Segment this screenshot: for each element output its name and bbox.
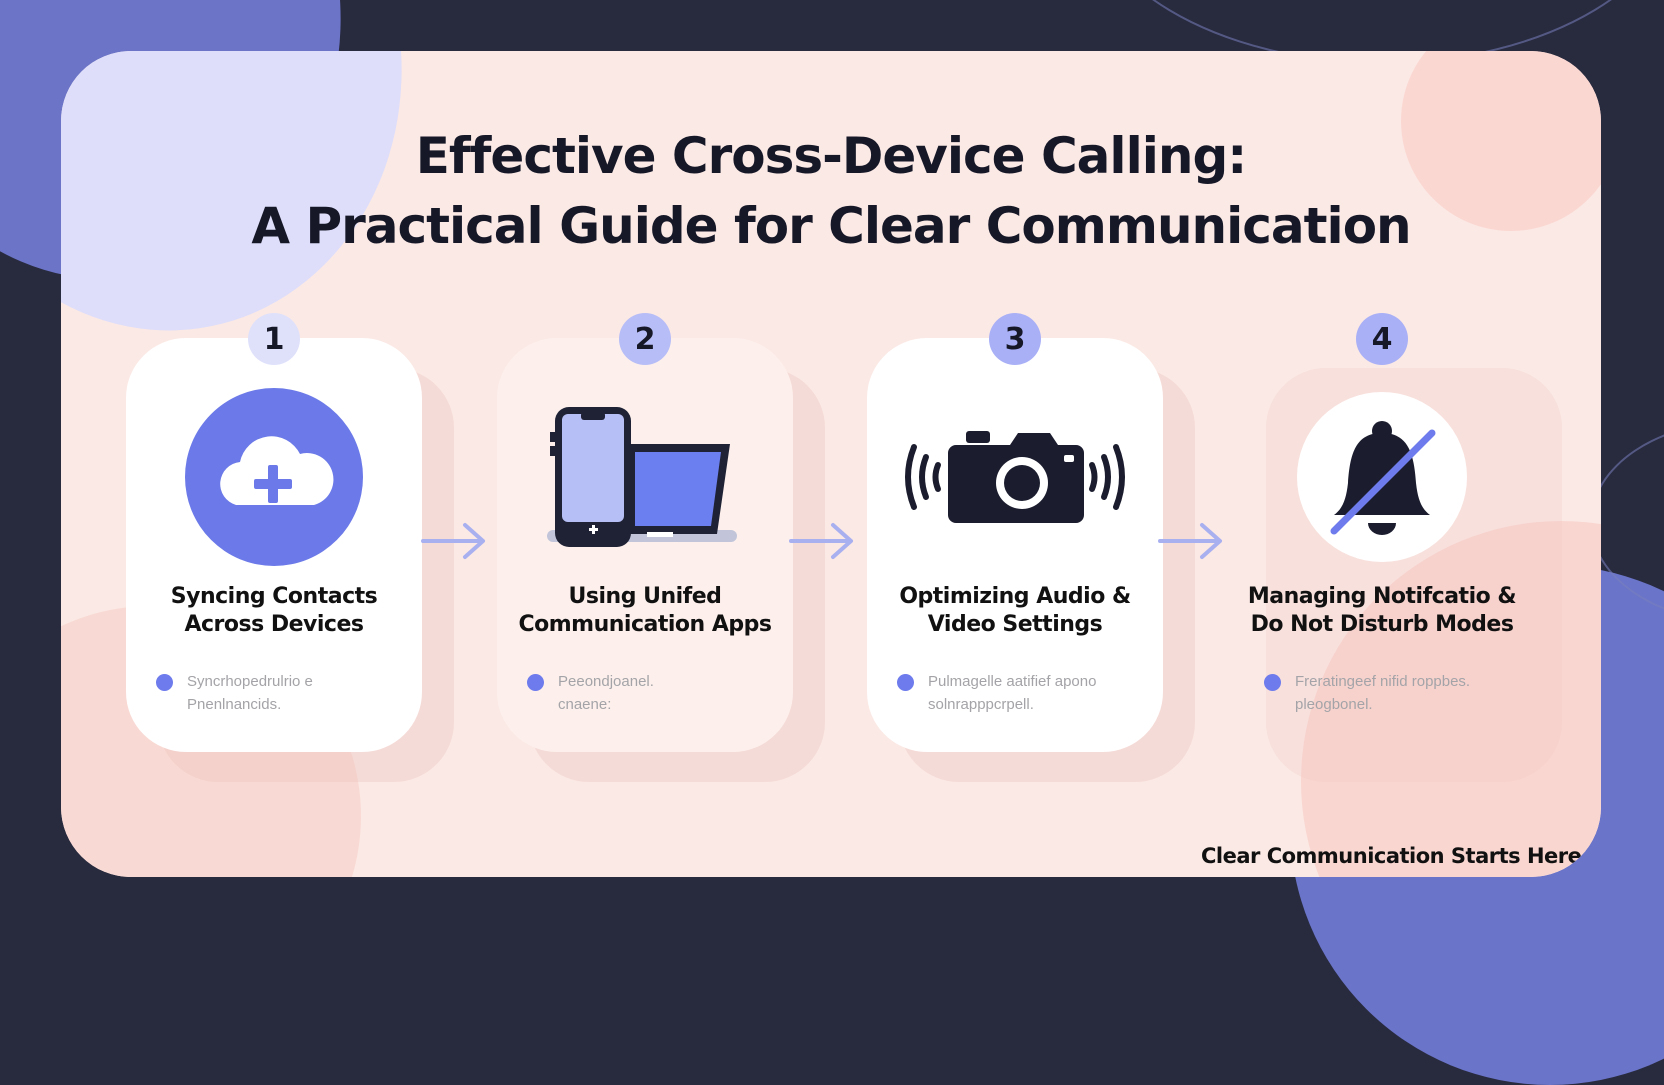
page-title: Effective Cross-Device Calling: A Practi…	[61, 121, 1601, 261]
arrow-right-icon	[421, 523, 485, 559]
step-number-badge: 3	[989, 313, 1041, 365]
infographic-panel: Effective Cross-Device Calling: A Practi…	[61, 51, 1601, 877]
step-card-2: 2 Using Unifed Communica	[497, 313, 825, 808]
card-body: 1 Syncing Contacts Across Devices Syncrh…	[126, 313, 422, 752]
bullet-item: Pulmagelle aatifief apono solnrapppcrpel…	[897, 670, 1137, 716]
bullet-item: Peeondjoanel. cnaene:	[527, 670, 767, 716]
bullet-dot	[1264, 674, 1281, 691]
bullet-dot	[156, 674, 173, 691]
step-title: Optimizing Audio & Video Settings	[899, 584, 1131, 637]
step-card-4: 4 Managing Notifcatio & Do Not Disturb M…	[1234, 313, 1562, 808]
arrow-right-icon	[1158, 523, 1222, 559]
card-body: 4 Managing Notifcatio & Do Not Disturb M…	[1234, 313, 1530, 752]
phone-laptop-icon	[497, 382, 793, 572]
footer-tagline: Clear Communication Starts Here	[1201, 844, 1582, 868]
step-title: Using Unifed Communication Apps	[518, 584, 772, 637]
step-title: Syncing Contacts Across Devices	[170, 584, 378, 637]
title-line-2: A Practical Guide for Clear Communicatio…	[251, 197, 1411, 255]
step-number-badge: 1	[248, 313, 300, 365]
step-number-badge: 2	[619, 313, 671, 365]
title-line-1: Effective Cross-Device Calling:	[415, 127, 1247, 185]
bullet-dot	[897, 674, 914, 691]
bullet-item: Syncrhopedrulrio e Pnenlnancids.	[156, 670, 396, 716]
bell-off-icon	[1234, 382, 1530, 572]
step-card-1: 1 Syncing Contacts Across Devices Syncrh…	[126, 313, 454, 808]
step-number-badge: 4	[1356, 313, 1408, 365]
step-card-3: 3	[867, 313, 1195, 808]
bullet-dot	[527, 674, 544, 691]
card-body: 3	[867, 313, 1163, 752]
card-body: 2 Using Unifed Communica	[497, 313, 793, 752]
cloud-plus-icon	[126, 382, 422, 572]
camera-audio-icon	[867, 382, 1163, 572]
arrow-right-icon	[789, 523, 853, 559]
step-title: Managing Notifcatio & Do Not Disturb Mod…	[1247, 584, 1517, 637]
bullet-item: Freratingeef nifid roppbes. pleogbonel.	[1264, 670, 1504, 716]
